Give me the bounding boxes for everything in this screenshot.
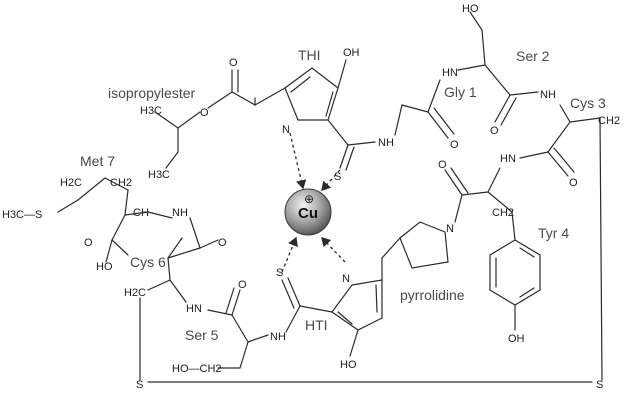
atom-ch-met7: CH [133,207,149,219]
atom-h3c-isopropyl-1: H3C [140,105,162,117]
coordination-arrows [281,132,346,273]
atom-hn-tyr4: HN [500,153,516,165]
atom-ho-ch2-ser5: HO—CH2 [172,363,222,375]
ligand-label-hti: HTI [305,317,328,333]
atom-oh-thi: OH [343,47,360,59]
atom-ch2-cys3: CH2 [598,115,620,127]
atom-h3c-s-met7: H3C—S [2,209,42,221]
atom-s-hti: S [276,267,283,279]
ligand-label-thi: THI [298,47,321,63]
atom-ho-hti: HO [340,359,357,371]
atom-o-cys6: O [218,237,227,249]
bond-skeleton [57,11,603,383]
ligand-label-pyrrolidine: pyrrolidine [400,287,465,303]
atom-hn-ser2: HN [442,67,458,79]
residue-label-cys6: Cys 6 [130,254,166,270]
atom-ch2-met7: CH2 [110,177,132,189]
atom-n-hti: N [342,273,350,285]
atom-nh-cys3: NH [540,89,556,101]
atom-n-thi: N [282,124,290,136]
atom-o-cys3: O [569,177,578,189]
atom-o-ser2: O [490,125,499,137]
residue-label-tyr4: Tyr 4 [538,225,569,241]
atom-h2c-cys6: H2C [124,287,146,299]
residue-label-ser5: Ser 5 [185,327,219,343]
copper-symbol: Cu [298,205,318,222]
atom-nh-ser5: NH [270,331,286,343]
atom-s-thi: S [334,171,341,183]
atom-oh-tyr4: OH [508,333,525,345]
residue-label-cys3: Cys 3 [570,95,606,111]
atom-s-disulfide-left: S [136,379,143,391]
atom-o-ser5: O [238,279,247,291]
atom-hn-ser5: HN [186,303,202,315]
atom-o-gly1: O [450,139,459,151]
residue-label-gly1: Gly 1 [444,84,477,100]
atom-s-disulfide-right: S [596,379,603,391]
atom-ho-ser2: HO [462,3,479,15]
atom-o-ester: O [200,107,209,119]
copper-ion: Cu ⊕ [284,188,332,236]
copper-charge: ⊕ [304,192,314,206]
atom-nh-gly1: NH [378,137,394,149]
atom-h2c-met7: H2C [60,177,82,189]
atom-o-met7: O [84,237,93,249]
atom-h3c-isopropyl-2: H3C [148,169,170,181]
atom-nh-cys6: NH [172,207,188,219]
ligand-label-isopropylester: isopropylester [108,85,195,101]
atom-ho-met7: HO [96,261,113,273]
residue-label-ser2: Ser 2 [516,48,550,64]
residue-label-met7: Met 7 [80,153,115,169]
atom-labels: OH N O O H3C H3C S NH O HN HO O NH O HN … [2,3,620,391]
atom-o-tyr4: O [438,159,447,171]
atom-n-pyrrolidine: N [446,223,454,235]
atom-ch2-tyr4: CH2 [492,207,514,219]
atom-o-ester-carbonyl: O [229,57,238,69]
